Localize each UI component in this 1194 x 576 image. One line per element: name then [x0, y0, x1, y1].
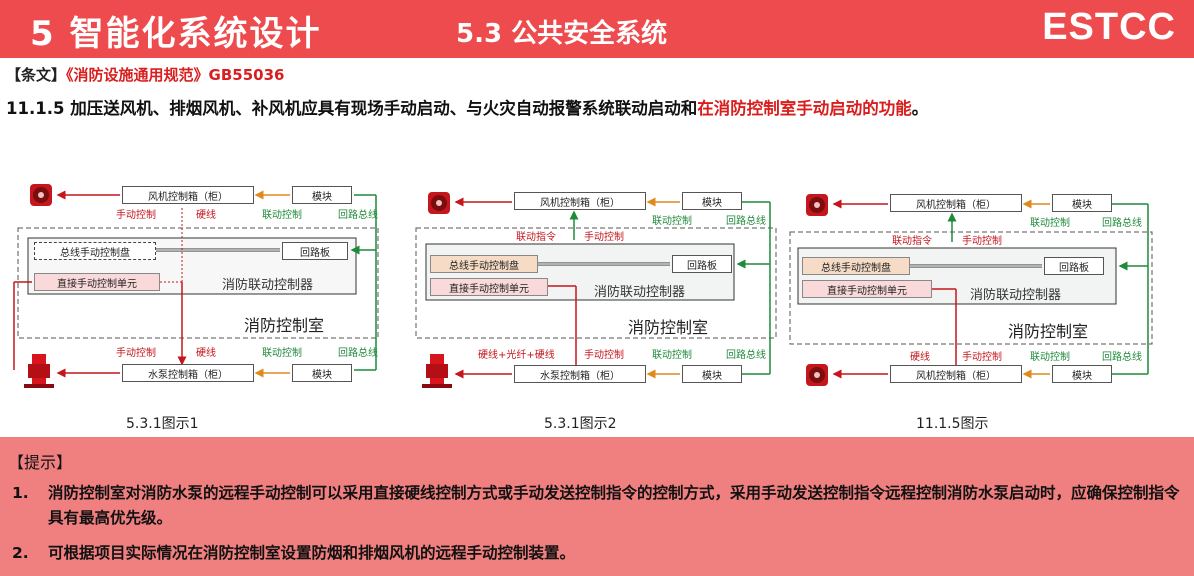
page-title: 5 智能化系统设计: [30, 14, 322, 54]
controller-label: 消防联动控制器: [594, 285, 686, 300]
direct-manual-unit: 直接手动控制单元: [802, 280, 932, 298]
bottom-linkage-label: 联动控制: [652, 350, 692, 361]
linkage-control-label: 联动控制: [262, 210, 302, 221]
loop-board: 回路板: [672, 255, 732, 273]
clause-tag: 【条文】: [6, 66, 67, 84]
tip-item-1: 1. 消防控制室对消防水泵的远程手动控制可以采用直接硬线控制方式或手动发送控制指…: [12, 481, 1184, 531]
diagram-1: 风机控制箱（柜） 模块 手动控制 硬线 联动控制 回路总线 总线手动控制盘 回路…: [10, 178, 386, 398]
section-subtitle: 5.3 公共安全系统: [456, 19, 668, 49]
header-bar: 5 智能化系统设计 5.3 公共安全系统 ESTCC: [0, 0, 1194, 58]
linkage-command-label: 联动指令: [892, 236, 932, 247]
clause-standard: 《消防设施通用规范》GB55036: [66, 66, 285, 84]
module-box: 模块: [682, 192, 742, 210]
bottom-module-box: 模块: [1052, 365, 1112, 383]
bottom-loop-bus-label: 回路总线: [338, 348, 378, 359]
fan-icon: [30, 184, 52, 206]
bottom-linkage-label: 联动控制: [1030, 352, 1070, 363]
brand-logo: ESTCC: [1042, 6, 1176, 48]
manual-control-label: 手动控制: [116, 210, 156, 221]
clause-text: 11.1.5 加压送风机、排烟风机、补风机应具有现场手动启动、与火灾自动报警系统…: [6, 96, 1186, 121]
hardwire-label: 硬线: [196, 210, 216, 221]
tip-item-text: 消防控制室对消防水泵的远程手动控制可以采用直接硬线控制方式或手动发送控制指令的控…: [48, 484, 1180, 527]
module-box: 模块: [292, 186, 352, 204]
fan-icon: [428, 192, 450, 214]
bus-manual-panel: 总线手动控制盘: [430, 255, 538, 273]
bus-manual-panel: 总线手动控制盘: [34, 242, 156, 260]
loop-board: 回路板: [1044, 257, 1104, 275]
bottom-loop-bus-label: 回路总线: [726, 350, 766, 361]
caption-diagram-1: 5.3.1图示1: [126, 416, 199, 432]
control-room-label: 消防控制室: [628, 318, 709, 337]
clause-label: 【条文】《消防设施通用规范》GB55036: [6, 64, 284, 85]
linkage-control-label: 联动控制: [652, 216, 692, 227]
direct-manual-unit: 直接手动控制单元: [430, 278, 548, 296]
clause-end: 。: [911, 99, 929, 118]
bottom-hardwire-label: 硬线: [196, 348, 216, 359]
bottom-loop-bus-label: 回路总线: [1102, 352, 1142, 363]
bottom-manual-label: 手动控制: [584, 350, 624, 361]
caption-diagram-2: 5.3.1图示2: [544, 416, 617, 432]
controller-label: 消防联动控制器: [970, 288, 1062, 303]
pump-icon: [24, 354, 54, 388]
diagram-2: 风机控制箱（柜） 模块 联动控制 回路总线 联动指令 手动控制 总线手动控制盘 …: [408, 178, 784, 398]
diagram-3: 风机控制箱（柜） 模块 联动控制 回路总线 联动指令 手动控制 总线手动控制盘 …: [786, 178, 1162, 398]
bottom-manual-label: 手动控制: [116, 348, 156, 359]
bottom-linkage-label: 联动控制: [262, 348, 302, 359]
bus-manual-panel: 总线手动控制盘: [802, 257, 910, 275]
tip-item-number: 2.: [12, 544, 29, 562]
control-room-label: 消防控制室: [1008, 322, 1089, 341]
fan-icon: [806, 194, 828, 216]
loop-bus-label: 回路总线: [1102, 218, 1142, 229]
loop-board: 回路板: [282, 242, 348, 260]
tip-title: 【提示】: [8, 453, 73, 472]
pump-control-box: 水泵控制箱（柜）: [122, 364, 254, 382]
linkage-command-label: 联动指令: [516, 232, 556, 243]
linkage-control-label: 联动控制: [1030, 218, 1070, 229]
manual-control-label: 手动控制: [584, 232, 624, 243]
control-room-label: 消防控制室: [244, 316, 325, 335]
loop-bus-label: 回路总线: [338, 210, 378, 221]
tip-item-2: 2. 可根据项目实际情况在消防控制室设置防烟和排烟风机的远程手动控制装置。: [12, 541, 1184, 566]
bottom-module-box: 模块: [682, 365, 742, 383]
manual-control-label: 手动控制: [962, 236, 1002, 247]
fan-control-box: 风机控制箱（柜）: [514, 192, 646, 210]
tip-item-number: 1.: [12, 484, 29, 502]
direct-manual-unit: 直接手动控制单元: [34, 273, 160, 291]
loop-bus-label: 回路总线: [726, 216, 766, 227]
bottom-wire-label: 硬线+光纤+硬线: [478, 350, 555, 361]
module-box: 模块: [1052, 194, 1112, 212]
controller-label: 消防联动控制器: [222, 278, 314, 293]
tip-item-text: 可根据项目实际情况在消防控制室设置防烟和排烟风机的远程手动控制装置。: [48, 544, 576, 562]
clause-highlight: 在消防控制室手动启动的功能: [697, 99, 912, 118]
fan-control-box: 风机控制箱（柜）: [890, 194, 1022, 212]
bottom-module-box: 模块: [292, 364, 352, 382]
fan-icon: [806, 364, 828, 386]
bottom-manual-label: 手动控制: [962, 352, 1002, 363]
pump-control-box: 水泵控制箱（柜）: [514, 365, 646, 383]
caption-diagram-3: 11.1.5图示: [916, 416, 989, 432]
bottom-fan-control-box: 风机控制箱（柜）: [890, 365, 1022, 383]
fan-control-box: 风机控制箱（柜）: [122, 186, 254, 204]
tip-panel: 【提示】 1. 消防控制室对消防水泵的远程手动控制可以采用直接硬线控制方式或手动…: [0, 437, 1194, 576]
clause-main: 11.1.5 加压送风机、排烟风机、补风机应具有现场手动启动、与火灾自动报警系统…: [6, 99, 698, 118]
bottom-wire-label: 硬线: [910, 352, 930, 363]
pump-icon: [422, 354, 452, 388]
